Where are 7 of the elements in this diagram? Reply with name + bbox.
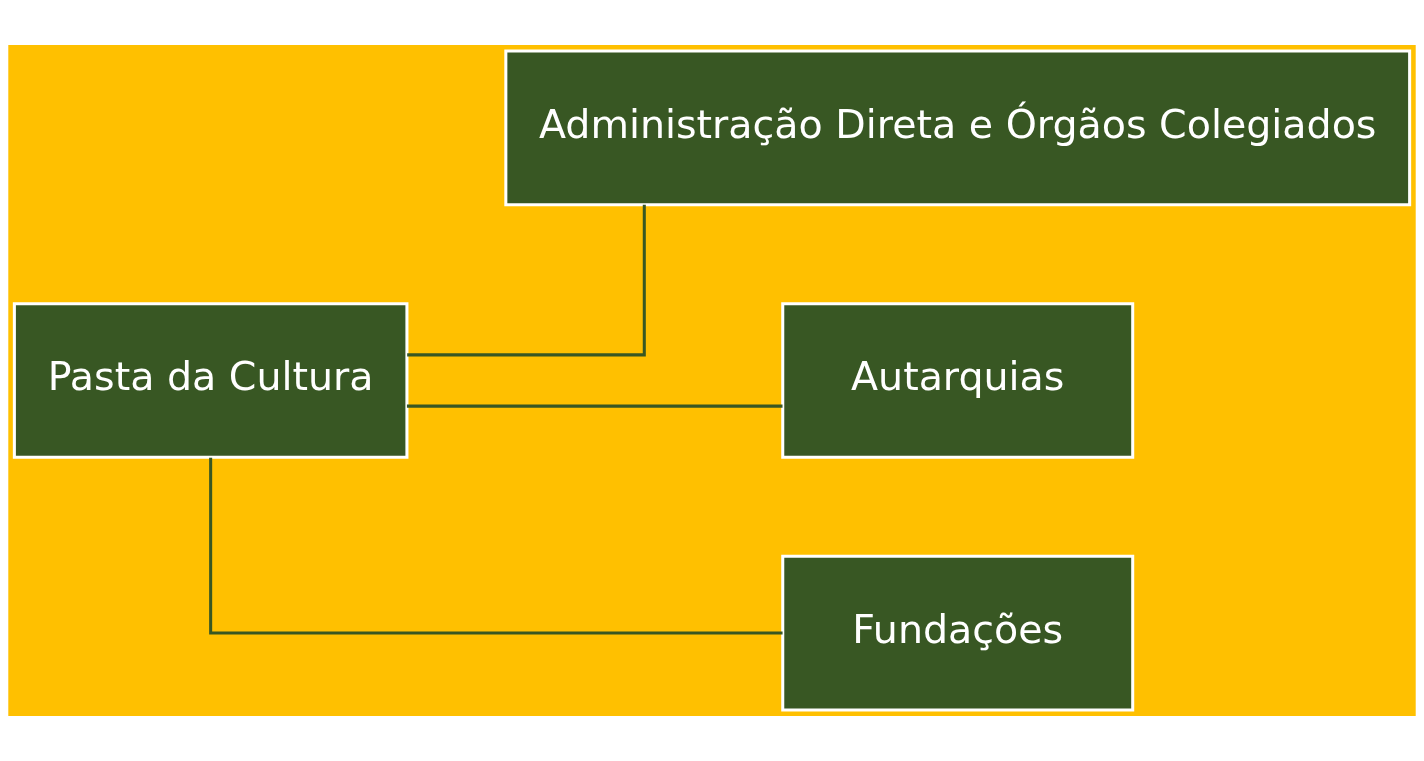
node-box: Pasta da Cultura: [12, 302, 409, 459]
connector: [209, 457, 783, 635]
connector: [406, 404, 783, 408]
node-box: Administração Direta e Órgãos Colegiados: [504, 49, 1412, 207]
node-box: Autarquias: [781, 302, 1135, 459]
connector: [407, 204, 646, 357]
node-box: Fundações: [781, 554, 1135, 712]
